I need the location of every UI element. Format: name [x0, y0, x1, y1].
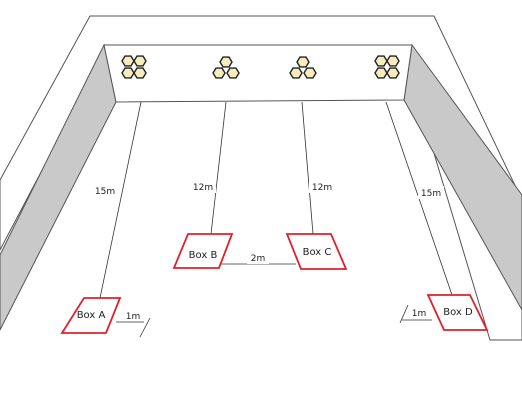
offset-label-a: 1m [126, 312, 141, 322]
offset-label-d: 1m [412, 309, 427, 319]
offset-tick-d [399, 304, 409, 324]
box-b-label: Box B [189, 250, 218, 261]
hexagon-icon [121, 67, 135, 79]
hexagon-icon [386, 55, 400, 67]
hexagon-icon [303, 67, 317, 79]
line-box-c [301, 101, 314, 235]
line-box-a [99, 101, 142, 299]
distance-label-b-to-c: 2m [251, 254, 266, 264]
hexagon-icon [289, 67, 303, 79]
box-d-label: Box D [443, 307, 473, 318]
box-c[interactable] [285, 233, 348, 270]
hexagon-icon [296, 56, 310, 68]
offset-tick-a [139, 317, 151, 338]
hexagon-icon [374, 55, 388, 67]
distance-label-c: 12m [312, 183, 332, 193]
box-d[interactable] [426, 294, 489, 331]
hexagon-icon [212, 67, 226, 79]
box-b[interactable] [172, 233, 234, 269]
hexagon-icon [374, 67, 388, 79]
distance-label-a: 15m [95, 187, 115, 197]
hexagon-icon [219, 56, 233, 68]
hex-cluster-layer [121, 55, 400, 79]
box-a-label: Box A [77, 310, 106, 321]
box-a[interactable] [60, 297, 122, 334]
hexagon-icon [133, 55, 147, 67]
hexagon-icon [226, 67, 240, 79]
hexagon-icon [121, 55, 135, 67]
box-c-label: Box C [303, 247, 332, 258]
hexagon-icon [386, 67, 400, 79]
hexagon-icon [133, 67, 147, 79]
line-box-b [210, 101, 227, 235]
distance-label-d: 15m [421, 189, 441, 199]
wall-top-surface [0, 15, 522, 341]
back-wall-face [103, 44, 413, 103]
distance-label-b: 12m [193, 183, 213, 193]
